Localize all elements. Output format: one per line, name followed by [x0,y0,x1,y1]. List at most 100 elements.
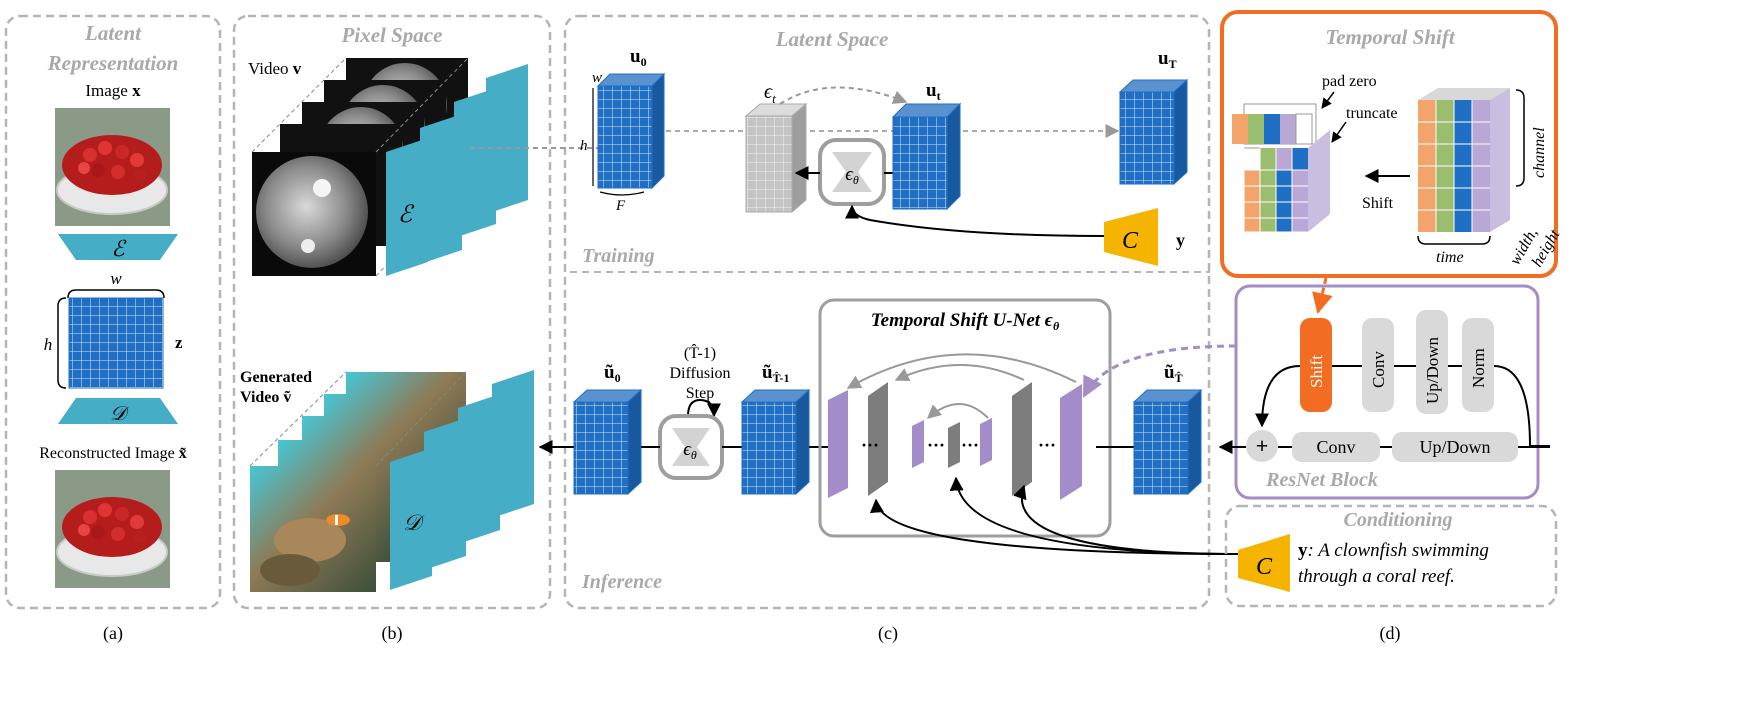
diffusion-step-1: (T̂-1) [684,343,716,362]
caption-c: (c) [878,623,898,644]
caption-d: (d) [1380,623,1401,644]
updown-module-h-label: Up/Down [1420,437,1491,457]
training-label: Training [582,245,655,267]
cond-label-inf: C [1256,554,1273,580]
resnet-block-frame [1234,284,1540,500]
latent-uT-1-tilde-cube [740,388,811,496]
shift-module-label: Shift [1307,355,1326,388]
z-width-label: w [110,269,122,288]
uT-label: uT [1158,48,1177,71]
conv-module-v-label: Conv [1369,351,1388,388]
conv-module-h-label: Conv [1316,437,1355,457]
resnet-title: ResNet Block [1265,469,1378,491]
temporal-shift-frame [1220,10,1558,278]
temporal-shift-title: Temporal Shift [1325,25,1455,49]
truncate-label: truncate [1346,105,1398,122]
z-label: z [175,333,183,352]
updown-module-v-label: Up/Down [1423,336,1442,404]
shift-module [1300,318,1332,412]
updown-module-v [1416,310,1448,414]
time-label: time [1436,249,1464,266]
u0-tilde-label: ũ0 [604,362,621,385]
encoder-slabs-b [386,64,528,276]
unet-layers: ··· ··· ··· ··· [828,353,1082,500]
reconstructed-image-cherries [55,470,170,588]
video-v-label: Video v [248,59,302,78]
temporal-to-shift-dashed [1312,277,1333,315]
eps-theta-block-inf [658,414,724,480]
conditioning-title: Conditioning [1344,509,1453,531]
svg-text:···: ··· [1038,435,1056,455]
caption-b: (b) [382,623,403,644]
eps-to-ut-dashed-arc [779,86,908,105]
panel-a-frame [4,14,222,610]
svg-text:···: ··· [861,435,879,455]
eps-t-label: ϵt [764,81,776,106]
z-height-label: h [44,335,53,354]
latent-z-grid [68,297,164,389]
latent-u0-tilde-cube [572,388,643,496]
generated-video-label-2: Video ṽ [240,389,291,406]
panel-d: Temporal Shift pad zero truncate Shift [1218,10,1564,644]
panel-b: Pixel Space Video v ℰ Generated Video ṽ [232,14,552,644]
cond-label-train: C [1122,228,1139,254]
panel-b-frame [232,14,552,610]
latent-u0-cube [596,72,666,190]
generated-video-label-1: Generated [240,369,312,386]
norm-module-v [1462,318,1494,412]
panel-a-title-2: Representation [47,51,179,75]
svg-text:···: ··· [961,435,979,455]
input-image-cherries [55,108,170,226]
shifted-tensor [1232,103,1330,233]
sum-node-label: + [1256,433,1269,458]
diffusion-step-3: Step [686,385,714,402]
caption-a: (a) [103,623,123,644]
encoder-symbol-a: ℰ [111,236,127,261]
image-x-label: Image x [85,81,141,100]
cond-to-eps-theta-arrow [845,204,1105,237]
condition-encoder-train [1104,208,1158,266]
norm-module-v-label: Norm [1469,348,1488,388]
eps-theta-label-inf: ϵθ [683,439,697,462]
shift-arrow-label: Shift [1362,195,1394,212]
latent-uT-cube [1118,78,1189,186]
panel-c-title: Latent Space [775,27,889,51]
generated-video-frames [249,371,467,592]
latent-ut-cube [891,102,962,211]
encoder-shape-a [58,234,178,260]
z-width-brace [67,289,165,299]
conv-module-v [1362,318,1394,412]
prompt-line-1: y: A clownfish swimming [1298,540,1489,561]
eps-theta-block-train [818,138,886,206]
recon-image-label: Reconstructed Image x̃ [39,445,187,462]
unet-frame [818,298,1112,538]
uT-1-tilde-label: ũT̂-1 [762,362,789,385]
conditioning-frame [1224,504,1558,608]
decoder-shape-a [58,398,178,424]
inference-label: Inference [581,571,662,593]
diffusion-loop-arrow [687,398,721,418]
z-height-brace [57,297,67,389]
noise-eps-t-cube [744,102,808,214]
uT-tilde-label: ũT̂ [1164,362,1183,385]
panel-a: Latent Representation Image x ℰ w h z 𝒟 … [4,14,222,644]
conv-module-h [1292,432,1380,462]
resnet-skip-path [1262,365,1550,447]
svg-text:···: ··· [927,435,945,455]
resnet-to-unet-dashed [1082,344,1237,398]
prompt-line-2: through a coral reef. [1298,566,1455,587]
condition-encoder-inf [1238,534,1290,592]
u0-h-label: h [580,138,588,154]
pad-zero-label: pad zero [1322,73,1377,90]
decoder-symbol-b: 𝒟 [403,510,425,535]
panel-a-title-1: Latent [84,21,142,45]
decoder-slabs-b [390,370,534,590]
panel-c: Latent Space Training Inference u0 w h F… [470,14,1241,644]
panel-b-title: Pixel Space [341,23,443,47]
u0-w-label: w [592,70,602,86]
channel-label: channel [1531,127,1548,178]
encoder-symbol-b: ℰ [398,202,415,228]
sum-node [1246,430,1278,462]
u0-label: u0 [630,46,647,69]
